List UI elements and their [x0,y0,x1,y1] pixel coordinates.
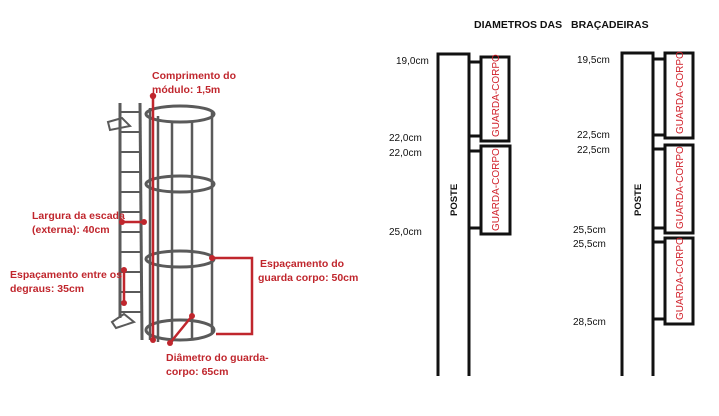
module-length-label-line1: Comprimento do [152,70,236,82]
wall-bracket-bottom [110,312,137,330]
step-spacing-label-line1: Espaçamento entre os [10,269,122,281]
left-module-bottom [479,144,512,236]
left-post-label: POSTE [449,184,460,216]
left-module-top [479,55,511,143]
guard-spacing-label-line1: Espaçamento do [260,258,344,270]
left-measure-2: 22,0cm [389,133,422,144]
guard-diameter-line [169,315,193,344]
ladder-dimensions [122,96,254,344]
ladder-width-label-line2: (externa): 40cm [32,224,110,236]
module-length-label-line2: módulo: 1,5m [152,84,220,96]
left-module-top-label: GUARDA-CORPO [491,54,502,137]
step-spacing-label-line2: degraus: 35cm [10,283,84,295]
left-measure-4: 25,0cm [389,227,422,238]
guard-diameter-label-line1: Diâmetro do guarda- [166,352,269,364]
right-post [620,51,655,376]
right-measure-6: 28,5cm [573,317,606,328]
right-measure-1: 19,5cm [577,55,610,66]
left-post [436,52,471,376]
right-module-bottom-label: GUARDA-CORPO [675,237,686,320]
right-module-mid-label: GUARDA-CORPO [675,146,686,229]
right-post-label: POSTE [633,184,644,216]
left-measure-3: 22,0cm [389,148,422,159]
right-module-top-label: GUARDA-CORPO [675,51,686,134]
left-measure-1: 19,0cm [396,56,429,67]
ladder-width-label-line1: Largura da escada [32,210,125,222]
right-module-top [663,51,695,140]
left-post-diagram [436,52,512,376]
right-post-diagram [620,51,695,376]
left-module-bottom-label: GUARDA-CORPO [491,148,502,231]
right-module-bottom [663,236,695,326]
right-measure-4: 25,5cm [573,225,606,236]
right-measure-3: 22,5cm [577,145,610,156]
wall-bracket-top [106,116,133,132]
guard-spacing-bracket [212,256,254,336]
cage-hoops [144,104,216,342]
guard-diameter-label-line2: corpo: 65cm [166,366,228,378]
right-module-mid [663,143,695,235]
dimension-dots [119,92,215,346]
header-title-part1: DIAMETROS DAS [474,19,562,31]
right-measure-5: 25,5cm [573,239,606,250]
cage-bars [148,108,214,342]
guard-spacing-label-line2: guarda corpo: 50cm [258,272,358,284]
header-title-part2: BRAÇADEIRAS [571,19,649,31]
right-measure-2: 22,5cm [577,130,610,141]
